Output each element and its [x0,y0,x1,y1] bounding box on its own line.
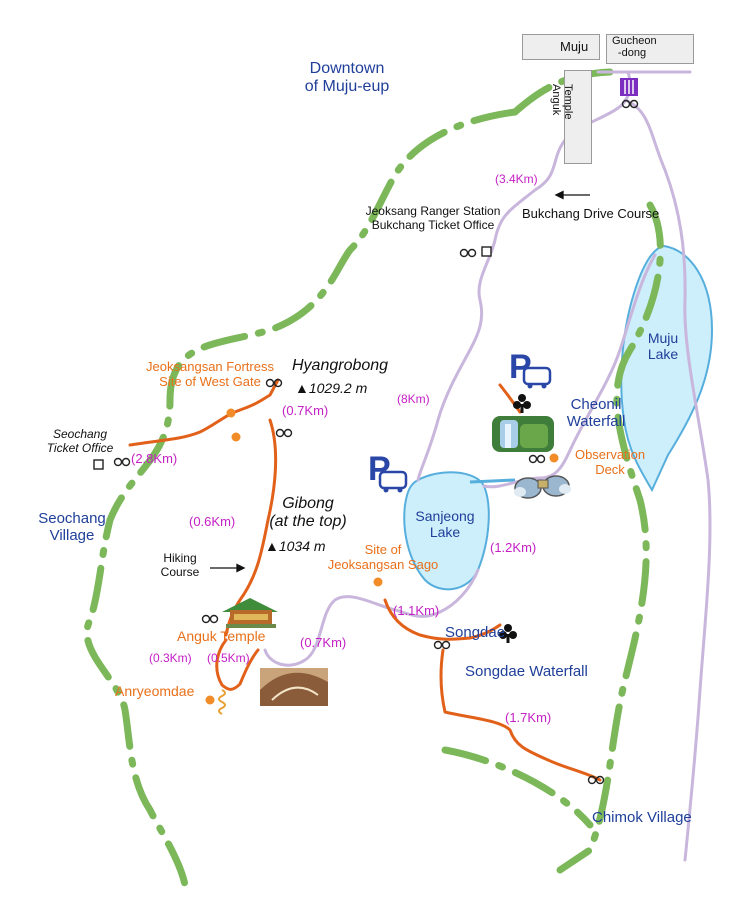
sign-muju [522,34,600,60]
ranger-station-label: Jeoksang Ranger Station Bukchang Ticket … [365,204,501,232]
sign-anguk-label-2: Temple [562,84,574,120]
cliff-marker [218,689,226,715]
sign-muju-label: Muju [560,39,589,54]
ticket-office-marker [481,246,492,257]
sign-anguk-temple [564,70,592,164]
distance-label: (8Km) [397,392,430,406]
downtown-label: Downtown of Muju-eup [304,60,390,96]
sago-label: Site of Jeoksangsan Sago [327,542,439,572]
bukchang-drive-label: Bukchang Drive Course [522,206,660,221]
stream [469,478,516,484]
muju-lake [620,244,714,493]
seochang-village-label: Seochang Village [38,510,106,545]
temple-icon [222,598,278,628]
fortress-label: Jeoksangsan Fortress Site of West Gate [146,359,274,389]
cheonil-waterfall-label: Cheonil Waterfall [566,396,626,431]
sign-gucheon [606,34,694,64]
mountain-photo [260,668,328,706]
waterfall-photo [492,416,554,452]
gibong-elevation: ▲1034 m [265,538,326,554]
distance-label: (0.7Km) [300,635,347,650]
park-boundary [83,68,664,889]
location-dots [205,408,559,705]
distance-label: (0.3Km) [149,651,192,665]
seochang-ticket-label: Seochang Ticket Office [46,427,114,455]
distance-label: (2.8Km) [131,451,178,466]
songdae-waterfall-label: Songdae Waterfall [465,663,588,680]
sanjeong-lake-label: Sanjeong Lake [415,508,475,541]
hyangrobong-label: Hyangrobong [292,357,389,374]
ticket-office-marker [93,459,104,470]
parking-icon: P [368,450,408,493]
anryeomdae-label: Anryeomdae [115,683,195,699]
muju-lake-label: Muju Lake [647,330,679,363]
parking-icon: P [509,348,552,389]
facility-markers [113,99,639,785]
distance-label: (0.7Km) [282,403,329,418]
chimok-village-label: Chimok Village [592,809,692,826]
songdae-label: Songdae [445,624,506,641]
observation-deck-label: Observation Deck [574,447,646,477]
distance-label: (0.6Km) [189,514,236,529]
hiking-course-label: Hiking Course [160,551,200,579]
gibong-label: Gibong (at the top) [269,495,347,531]
distance-label: (1.2Km) [490,540,537,555]
waterfall-icon [513,394,531,413]
anguk-temple-label: Anguk Temple [177,628,266,644]
hyangrobong-elevation: ▲1029.2 m [295,380,368,396]
distance-label: (3.4Km) [495,172,538,186]
waterfall-icon [499,624,517,643]
distance-label: (0.5Km) [207,651,250,665]
distance-label: (1.1Km) [393,603,440,618]
sign-anguk-label: Anguk [550,84,562,116]
sign-gucheon-label: Gucheon -dong [612,35,657,59]
gate-icon [620,78,638,96]
pointer-arrows [210,190,590,573]
binoculars-icon [514,475,571,499]
distance-label: (1.7Km) [505,710,552,725]
